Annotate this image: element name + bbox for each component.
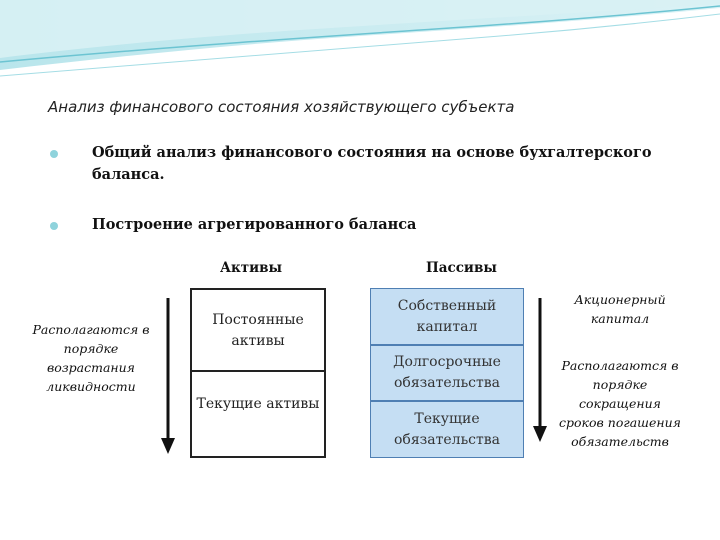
right-order-note: Располагаются в порядке сокращения сроко… — [558, 356, 682, 451]
assets-header: Активы — [220, 260, 282, 276]
header-wave-decoration — [0, 0, 720, 90]
assets-divider — [190, 370, 326, 372]
liabilities-divider — [370, 400, 524, 402]
long-term-liabilities-cell: Долгосрочные обязательства — [376, 352, 518, 394]
current-assets-cell: Текущие активы — [196, 394, 320, 415]
bullet-icon — [50, 150, 58, 158]
bullet-icon — [50, 222, 58, 230]
bullet-aggregated-balance: Построение агрегированного баланса — [92, 214, 692, 236]
fixed-assets-cell: Постоянные активы — [196, 310, 320, 352]
liabilities-header: Пассивы — [426, 260, 497, 276]
down-arrow-icon — [532, 296, 548, 444]
left-order-note: Располагаются в порядке возрастания ликв… — [28, 320, 154, 396]
bullet-general-analysis: Общий анализ финансового состояния на ос… — [92, 142, 692, 186]
slide-title: Анализ финансового состояния хозяйствующ… — [48, 98, 514, 116]
share-capital-note: Акционерный капитал — [562, 290, 678, 328]
liabilities-divider — [370, 344, 524, 346]
down-arrow-icon — [160, 296, 176, 456]
equity-cell: Собственный капитал — [376, 296, 518, 338]
current-liabilities-cell: Текущие обязательства — [376, 409, 518, 451]
